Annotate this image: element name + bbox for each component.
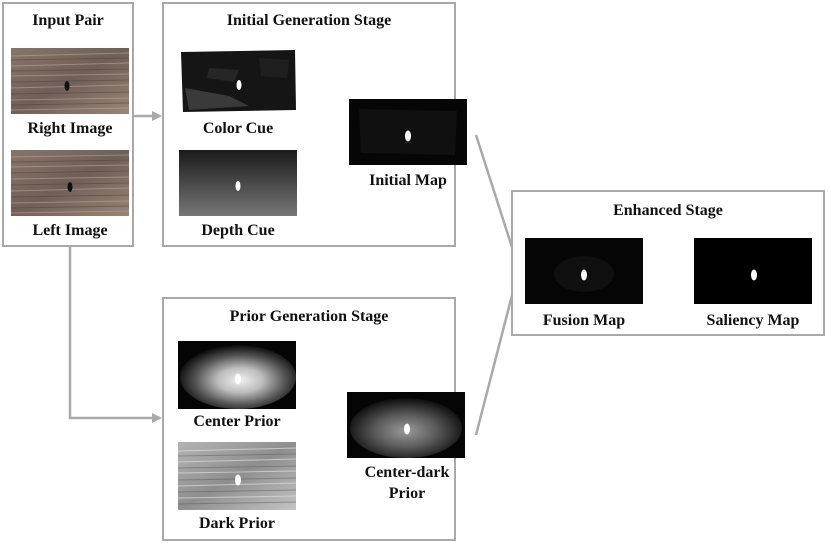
enhanced-stage-title: Enhanced Stage bbox=[613, 202, 723, 219]
initial-map-label: Initial Map bbox=[369, 172, 447, 189]
left-image bbox=[11, 150, 129, 216]
fusion-map-label: Fusion Map bbox=[542, 312, 626, 329]
color-cue-label: Color Cue bbox=[202, 120, 274, 137]
depth-cue-image bbox=[179, 150, 297, 216]
color-cue-image bbox=[179, 48, 297, 114]
center-prior-label: Center Prior bbox=[193, 413, 281, 430]
saliency-map-label: Saliency Map bbox=[706, 312, 800, 329]
dark-prior-label: Dark Prior bbox=[199, 515, 275, 532]
input-pair-title: Input Pair bbox=[32, 12, 104, 29]
right-image bbox=[11, 48, 129, 114]
fusion-map-image bbox=[525, 238, 643, 304]
right-image-label: Right Image bbox=[27, 120, 113, 137]
center-dark-prior-label-line1: Center-dark bbox=[364, 464, 450, 481]
center-dark-prior-label-line2: Prior bbox=[388, 485, 426, 502]
depth-cue-label: Depth Cue bbox=[201, 222, 275, 239]
arrow-input-to-prior bbox=[68, 247, 162, 423]
center-prior-image bbox=[178, 341, 296, 409]
initial-map-image bbox=[349, 99, 467, 165]
saliency-map-image bbox=[694, 238, 812, 304]
left-image-label: Left Image bbox=[32, 222, 108, 239]
prior-generation-stage-title: Prior Generation Stage bbox=[229, 308, 389, 325]
initial-generation-stage-title: Initial Generation Stage bbox=[226, 12, 392, 29]
dark-prior-image bbox=[178, 442, 296, 510]
center-dark-prior-image bbox=[347, 392, 465, 458]
